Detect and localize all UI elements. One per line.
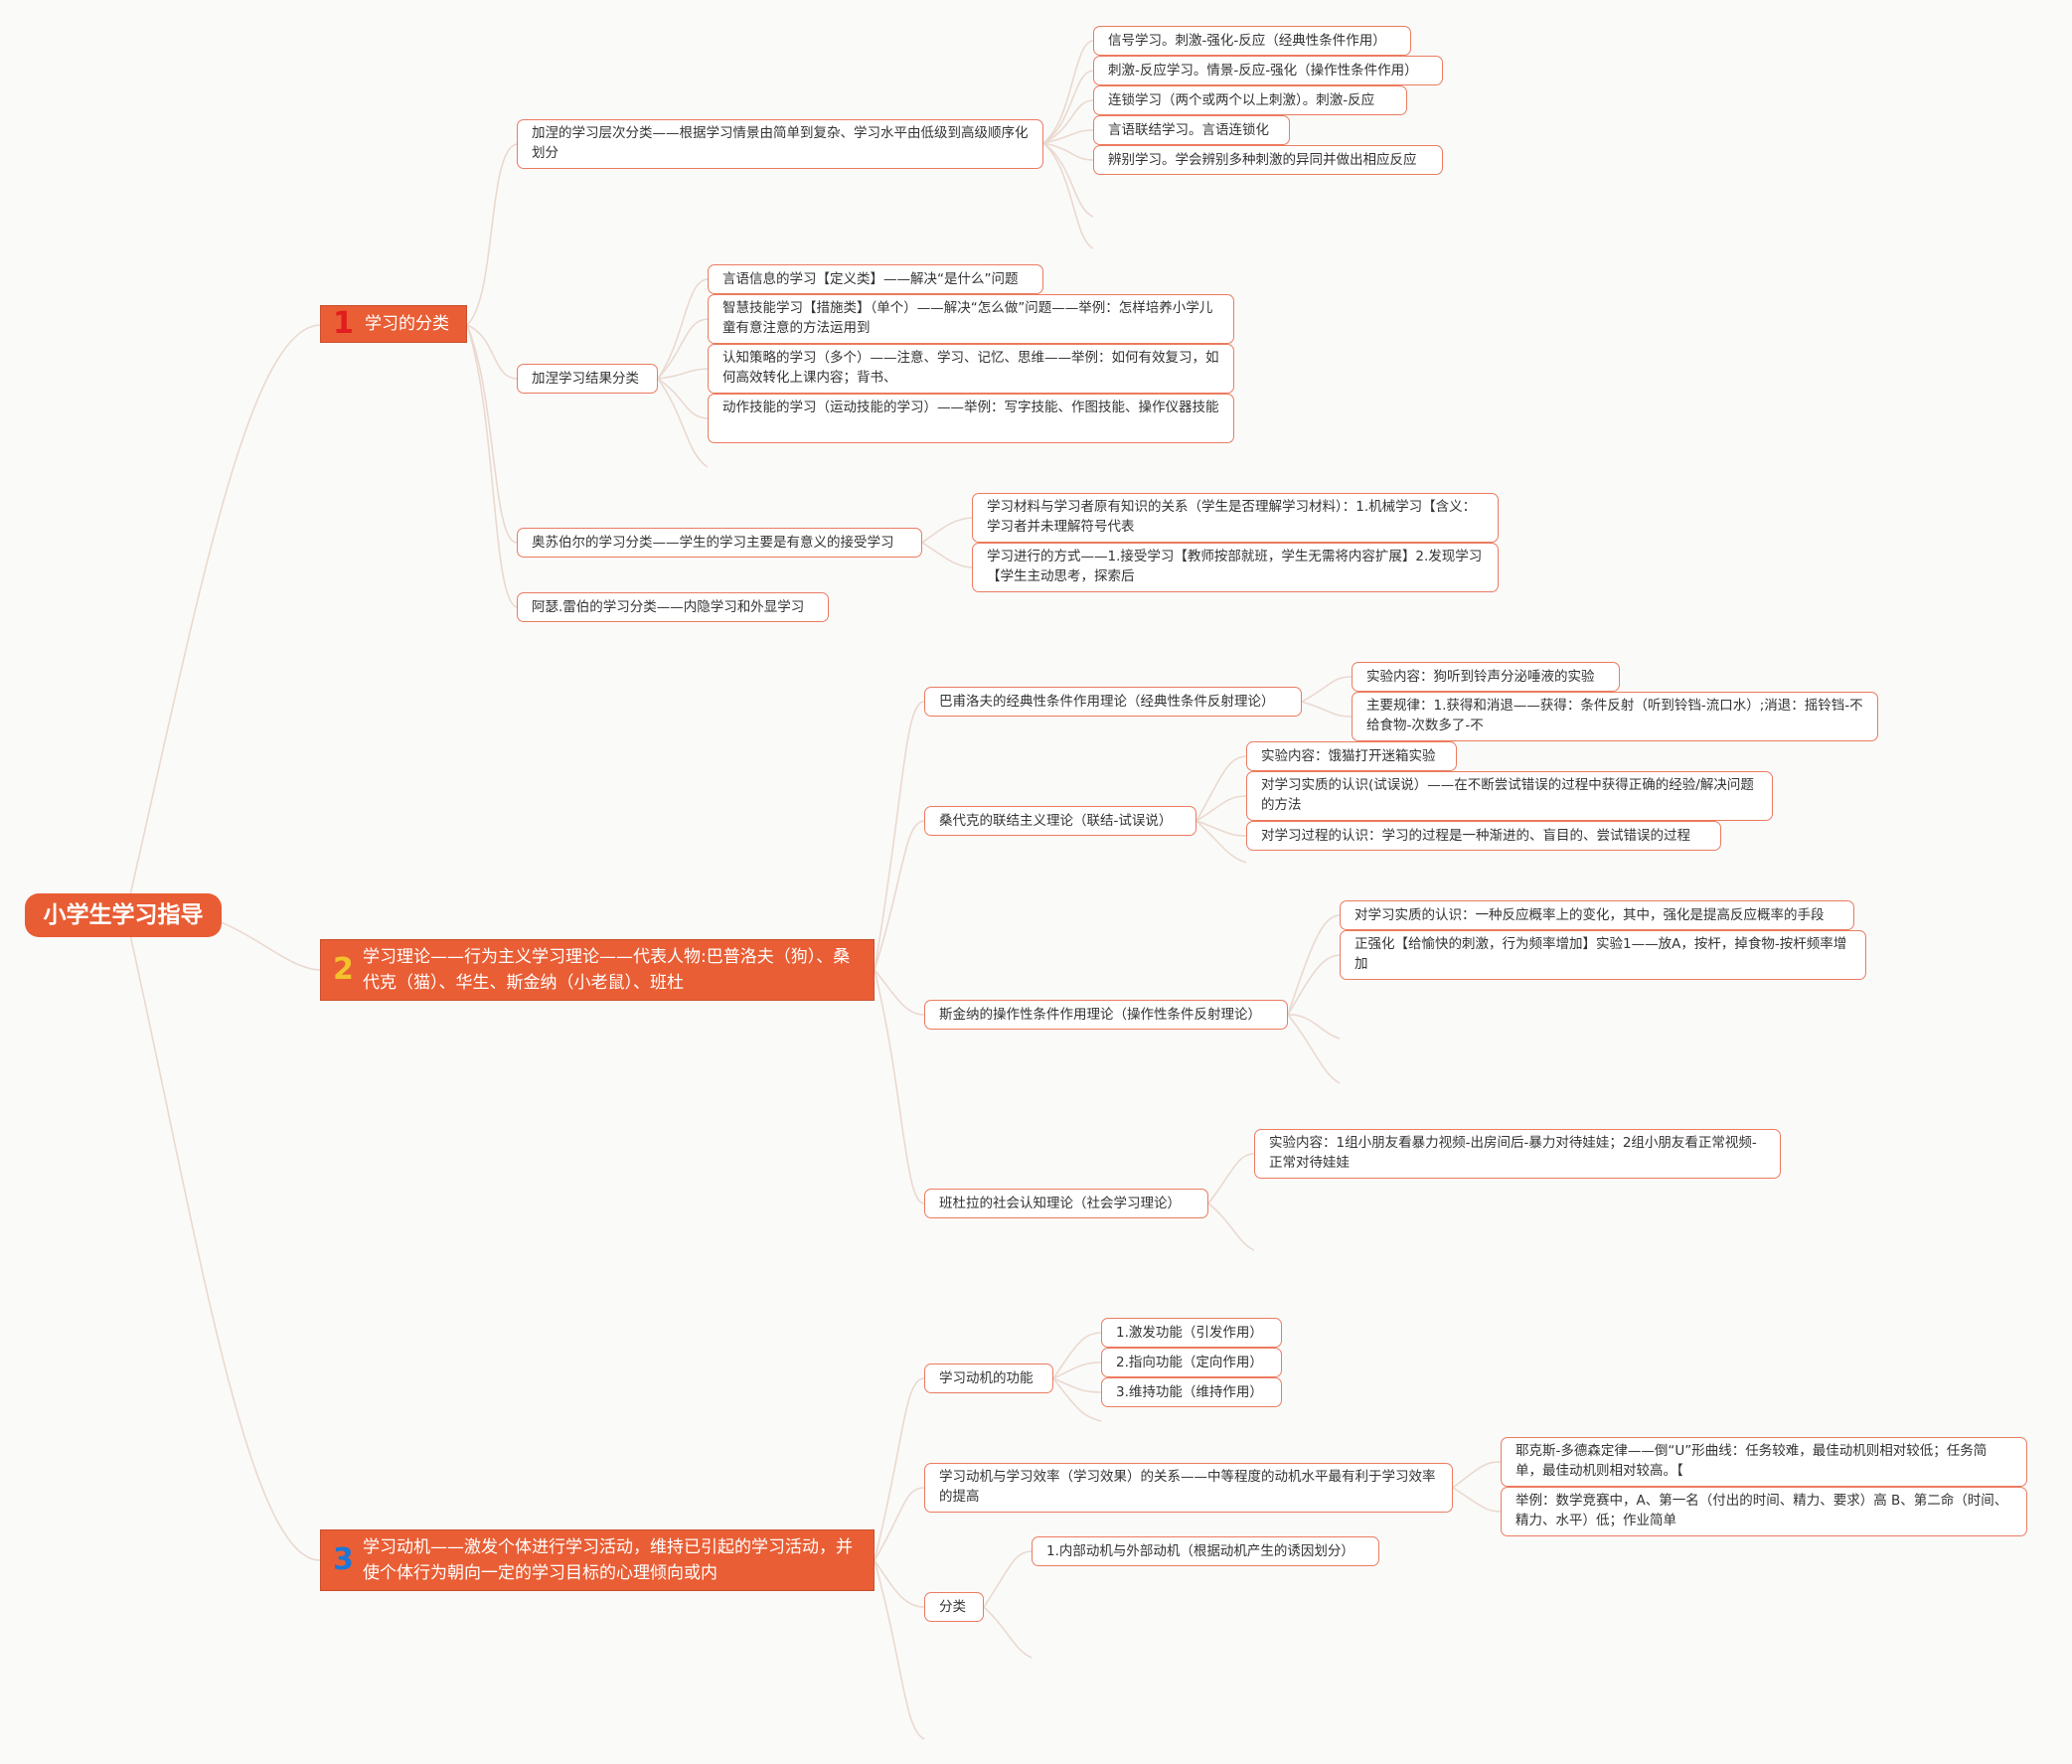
link-b1-c2-i4	[657, 378, 709, 419]
link-b1-c1-x2	[1042, 142, 1094, 249]
link-b3-c1-i3	[1052, 1377, 1102, 1393]
link-b2-c2-i3	[1195, 820, 1247, 837]
link-b3-c1-x1	[1052, 1377, 1102, 1422]
b1-ausubel-item[interactable]: 学习进行的方式——1.接受学习【教师按部就班，学生无需将内容扩展】2.发现学习【…	[972, 543, 1499, 592]
link-b2-c2-x1	[1195, 820, 1247, 864]
link-b2-c4-x1	[1207, 1203, 1255, 1251]
b1-ausubel[interactable]: 奥苏伯尔的学习分类——学生的学习主要是有意义的接受学习	[517, 528, 922, 558]
b2-skinner[interactable]: 斯金纳的操作性条件作用理论（操作性条件反射理论）	[924, 1000, 1288, 1030]
link-b3-c2-i1	[1452, 1461, 1502, 1489]
branch-3-number: 3	[333, 1542, 354, 1577]
link-b2-c3-x2	[1287, 1014, 1341, 1084]
link-b1-c1-i5	[1042, 142, 1094, 161]
link-b2-c1-i1	[1301, 676, 1353, 703]
b3-motivation-types-item[interactable]: 1.内部动机与外部动机（根据动机产生的诱因划分）	[1032, 1536, 1379, 1566]
b2-skinner-item[interactable]: 对学习实质的认识：一种反应概率上的变化，其中，强化是提高反应概率的手段	[1340, 900, 1854, 930]
link-b3-c1-i2	[1052, 1362, 1102, 1379]
link-b3-c3-i1	[983, 1550, 1033, 1608]
b1-gagne-outcomes-item[interactable]: 动作技能的学习（运动技能的学习）——举例：写字技能、作图技能、操作仪器技能	[708, 394, 1234, 443]
link-b3-c2-i2	[1452, 1487, 1502, 1513]
b3-motivation-efficiency-item[interactable]: 耶克斯-多德森定律——倒“U”形曲线：任务较难，最佳动机则相对较低；任务简单，最…	[1501, 1437, 2027, 1487]
b1-gagne-hierarchy-item[interactable]: 言语联结学习。言语连锁化	[1093, 115, 1290, 145]
b2-bandura[interactable]: 班杜拉的社会认知理论（社会学习理论）	[924, 1189, 1208, 1218]
b3-motivation-efficiency-item[interactable]: 举例：数学竞赛中，A、第一名（付出的时间、精力、要求）高 B、第二命（时间、精力…	[1501, 1487, 2027, 1536]
link-b2-c3-i2	[1287, 954, 1341, 1016]
link-b1-c2-i1	[657, 278, 709, 380]
b1-gagne-hierarchy-item[interactable]: 刺激-反应学习。情景-反应-强化（操作性条件作用）	[1093, 56, 1443, 85]
b2-pavlov[interactable]: 巴甫洛夫的经典性条件作用理论（经典性条件反射理论）	[924, 687, 1302, 717]
b1-gagne-outcomes-item[interactable]: 智慧技能学习【措施类】（单个）——解决“怎么做”问题——举例：怎样培养小学儿童有…	[708, 294, 1234, 344]
branch-2-title: 学习理论——行为主义学习理论——代表人物:巴普洛夫（狗）、桑代克（猫）、华生、斯…	[363, 947, 851, 993]
b1-gagne-hierarchy-item[interactable]: 辨别学习。学会辨别多种刺激的异同并做出相应反应	[1093, 145, 1443, 175]
b1-gagne-outcomes-item[interactable]: 认知策略的学习（多个）——注意、学习、记忆、思维——举例：如何有效复习，如何高效…	[708, 344, 1234, 394]
link-b3-c3	[874, 1559, 925, 1608]
b1-reber[interactable]: 阿瑟.雷伯的学习分类——内隐学习和外显学习	[517, 592, 829, 622]
b2-thorndike[interactable]: 桑代克的联结主义理论（联结-试误说）	[924, 806, 1196, 836]
link-b3-c1-i1	[1052, 1332, 1102, 1379]
b3-motivation-efficiency[interactable]: 学习动机与学习效率（学习效果）的关系——中等程度的动机水平最有利于学习效率的提高	[924, 1463, 1453, 1513]
link-b2-c3-i1	[1287, 914, 1341, 1016]
link-b1-c1-x1	[1042, 142, 1094, 218]
link-b3-c3-x1	[983, 1606, 1033, 1659]
link-b2-c1-i2	[1301, 701, 1353, 718]
link-b2-c4-i1	[1207, 1153, 1255, 1204]
link-b2-c1	[874, 701, 925, 971]
link-b1-c1-i3	[1042, 99, 1094, 144]
branch-2-number: 2	[333, 952, 354, 987]
b2-skinner-item[interactable]: 正强化【给愉快的刺激，行为频率增加】实验1——放A，按杆，掉食物-按杆频率增加	[1340, 930, 1866, 980]
b1-gagne-outcomes[interactable]: 加涅学习结果分类	[517, 364, 658, 394]
link-b1-c3	[466, 324, 518, 544]
link-root-b1	[128, 324, 321, 900]
link-b1-c4	[466, 324, 518, 608]
link-b1-c2	[466, 324, 518, 380]
link-b2-c3	[874, 969, 925, 1016]
b3-motivation-types[interactable]: 分类	[924, 1592, 984, 1622]
b3-motivation-functions-item[interactable]: 3.维持功能（维持作用）	[1101, 1377, 1282, 1407]
b1-gagne-hierarchy-item[interactable]: 连锁学习（两个或两个以上刺激）。刺激-反应	[1093, 85, 1407, 115]
link-b2-c2	[874, 820, 925, 971]
b2-pavlov-item[interactable]: 实验内容：狗听到铃声分泌唾液的实验	[1352, 662, 1620, 692]
branch-1-number: 1	[333, 306, 354, 341]
link-b1-c3-i2	[921, 542, 973, 568]
root-topic[interactable]: 小学生学习指导	[25, 893, 222, 937]
link-b1-c2-i3	[657, 368, 709, 380]
link-b1-c2-x1	[657, 378, 709, 468]
branch-3-topic[interactable]: 3 学习动机——激发个体进行学习活动，维持已引起的学习活动，并使个体行为朝向一定…	[320, 1529, 875, 1591]
link-b1-c3-i1	[921, 517, 973, 544]
b2-thorndike-item[interactable]: 对学习实质的认识(试误说）——在不断尝试错误的过程中获得正确的经验/解决问题的方…	[1246, 771, 1773, 821]
link-root-b3	[128, 929, 321, 1561]
b3-motivation-functions-item[interactable]: 2.指向功能（定向作用）	[1101, 1348, 1282, 1377]
branch-1-title: 学习的分类	[365, 314, 449, 334]
link-b2-c4	[874, 969, 925, 1204]
link-b1-c2-i2	[657, 318, 709, 380]
link-b1-c1-i4	[1042, 129, 1094, 144]
link-b2-c2-i1	[1195, 755, 1247, 822]
b1-gagne-outcomes-item[interactable]: 言语信息的学习【定义类】——解决“是什么”问题	[708, 264, 1043, 294]
b2-thorndike-item[interactable]: 对学习过程的认识：学习的过程是一种渐进的、盲目的、尝试错误的过程	[1246, 821, 1721, 851]
b3-motivation-functions-item[interactable]: 1.激发功能（引发作用）	[1101, 1318, 1282, 1348]
branch-2-topic[interactable]: 2 学习理论——行为主义学习理论——代表人物:巴普洛夫（狗）、桑代克（猫）、华生…	[320, 939, 875, 1001]
link-b1-c1	[466, 143, 518, 326]
b2-bandura-item[interactable]: 实验内容：1组小朋友看暴力视频-出房间后-暴力对待娃娃；2组小朋友看正常视频-正…	[1254, 1129, 1781, 1179]
b1-ausubel-item[interactable]: 学习材料与学习者原有知识的关系（学生是否理解学习材料）：1.机械学习【含义：学习…	[972, 493, 1499, 543]
b2-thorndike-item[interactable]: 实验内容：饿猫打开迷箱实验	[1246, 741, 1457, 771]
branch-1-topic[interactable]: 1 学习的分类	[320, 305, 467, 343]
link-b1-c1-i1	[1042, 40, 1094, 144]
link-b3-c2	[874, 1487, 925, 1561]
branch-3-title: 学习动机——激发个体进行学习活动，维持已引起的学习活动，并使个体行为朝向一定的学…	[363, 1537, 853, 1583]
link-b3-c1	[874, 1377, 925, 1561]
link-b1-c1-i2	[1042, 70, 1094, 144]
b2-pavlov-item[interactable]: 主要规律：1.获得和消退——获得：条件反射（听到铃铛-流口水）;消退：摇铃铛-不…	[1352, 692, 1878, 741]
link-b2-c2-i2	[1195, 795, 1247, 822]
link-b2-c3-x1	[1287, 1014, 1341, 1040]
b3-motivation-functions[interactable]: 学习动机的功能	[924, 1363, 1053, 1393]
link-b3-x1	[874, 1559, 925, 1740]
b1-gagne-hierarchy[interactable]: 加涅的学习层次分类——根据学习情景由简单到复杂、学习水平由低级到高级顺序化划分	[517, 119, 1043, 169]
b1-gagne-hierarchy-item[interactable]: 信号学习。刺激-强化-反应（经典性条件作用）	[1093, 26, 1411, 56]
